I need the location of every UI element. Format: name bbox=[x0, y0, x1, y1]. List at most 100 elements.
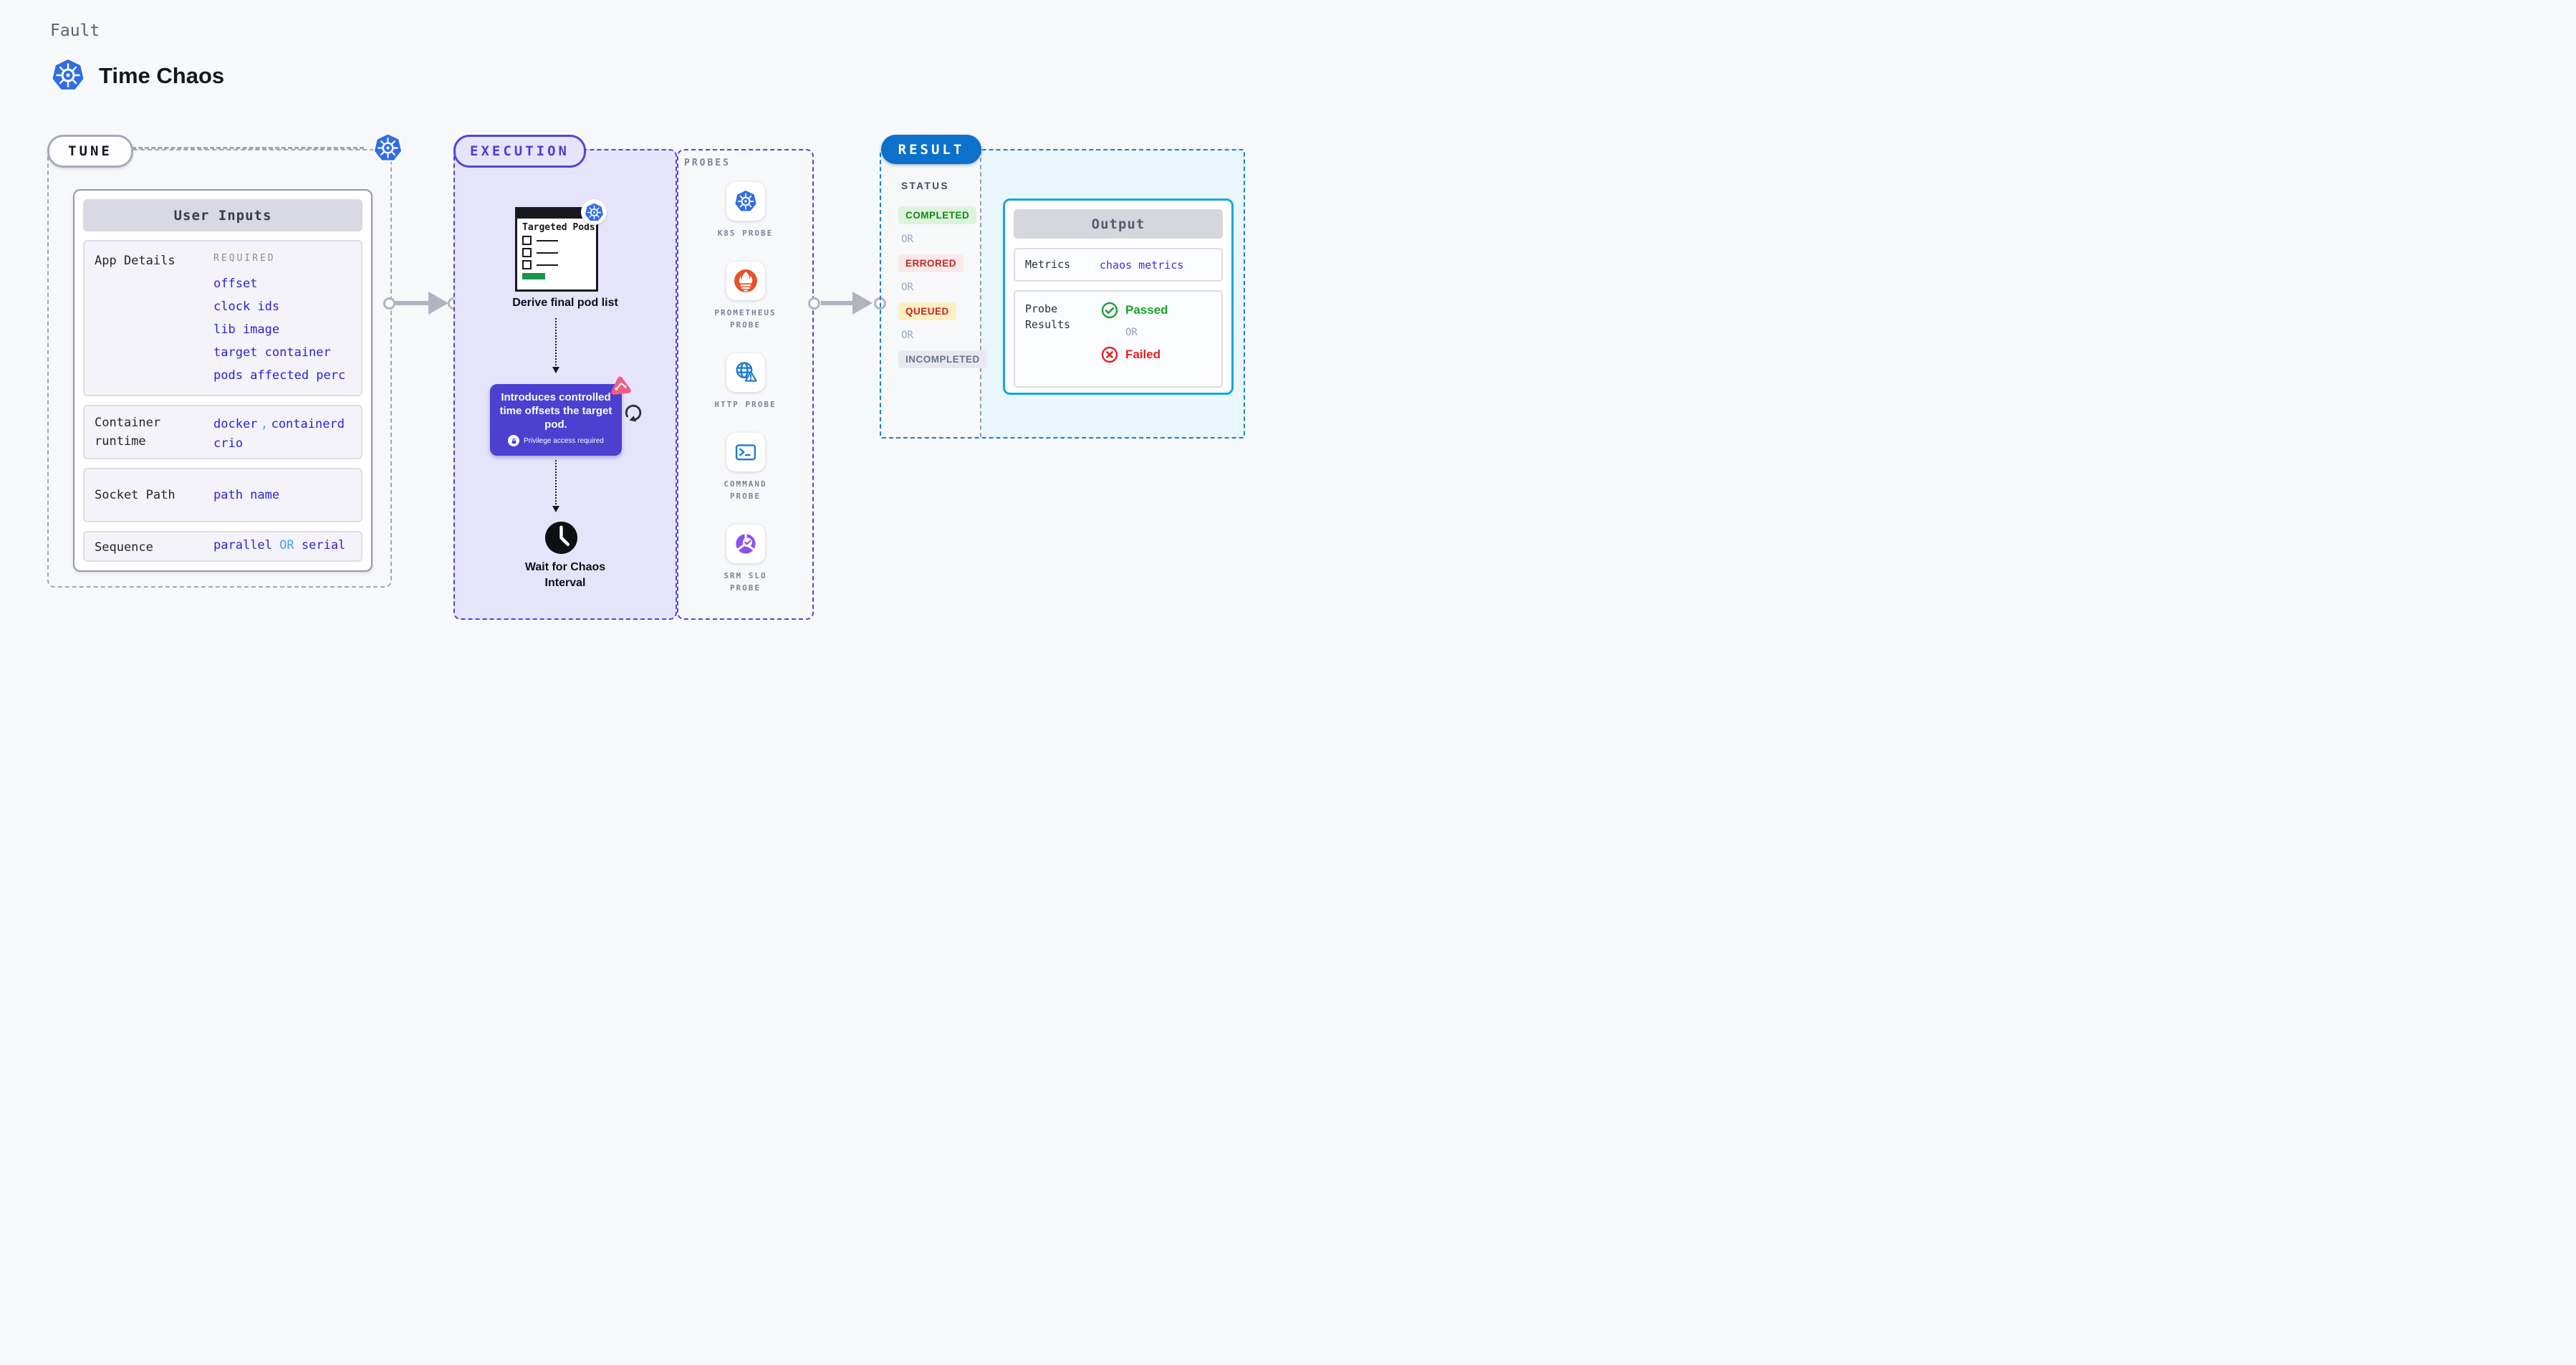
green-action-bar bbox=[522, 273, 545, 280]
status-badge-errored: ERRORED bbox=[898, 254, 964, 272]
runtime-value: containerd bbox=[271, 417, 345, 431]
derive-pod-list-label: Derive final pod list bbox=[512, 297, 618, 309]
pod-checklist-row bbox=[522, 260, 596, 270]
probe-label: HTTP PROBE bbox=[714, 400, 777, 410]
status-label: STATUS bbox=[901, 181, 949, 191]
failed-label: Failed bbox=[1125, 348, 1161, 361]
runtime-value: docker bbox=[213, 417, 258, 431]
chaos-action-tooltip: Introduces controlled time offsets the t… bbox=[490, 384, 622, 456]
probe-card bbox=[726, 182, 765, 221]
wait-interval-label: Wait for Chaos Interval bbox=[524, 561, 606, 589]
arrowhead bbox=[428, 292, 448, 315]
arrow-tune-to-execution bbox=[395, 301, 430, 305]
kubernetes-icon bbox=[583, 201, 605, 222]
prometheus-icon bbox=[734, 269, 757, 293]
globe-warning-icon bbox=[736, 362, 757, 382]
arrow-execution-to-result bbox=[821, 301, 854, 305]
kubernetes-icon bbox=[733, 189, 758, 213]
output-card: Output Metrics chaos metrics Probe Resul… bbox=[1003, 198, 1234, 395]
execution-pill: EXECUTION bbox=[453, 135, 586, 168]
list-line bbox=[537, 264, 558, 266]
arrowhead bbox=[852, 292, 873, 315]
clock-icon bbox=[544, 521, 578, 555]
x-circle-icon bbox=[1101, 346, 1118, 363]
kubernetes-badge bbox=[581, 199, 607, 225]
time-chaos-diagram: Fault Time Chaos TUNE User Inputs App De… bbox=[0, 0, 1288, 683]
metrics-label: Metrics bbox=[1025, 257, 1071, 271]
container-runtime-label: Container runtime bbox=[95, 416, 161, 449]
app-detail-value: pods affected perc bbox=[213, 368, 346, 383]
status-badge-completed: COMPLETED bbox=[898, 206, 977, 224]
probe-results-label: Probe Results bbox=[1025, 302, 1071, 331]
runtime-value: crio bbox=[213, 436, 243, 451]
checkbox-icon bbox=[522, 236, 532, 246]
connector-node bbox=[383, 297, 395, 310]
probe-item-prometheus: PROMETHEUS PROBE bbox=[706, 262, 786, 331]
or-separator: OR bbox=[901, 234, 913, 245]
output-title: Output bbox=[1014, 209, 1223, 239]
user-inputs-title: User Inputs bbox=[83, 199, 362, 231]
slo-donut-icon bbox=[735, 534, 756, 554]
flow-dotted-line bbox=[555, 318, 557, 365]
probe-item-k8s: K8S PROBE bbox=[706, 182, 786, 239]
flow-arrowhead bbox=[552, 506, 559, 512]
probe-card bbox=[726, 525, 765, 564]
or-separator: OR bbox=[1125, 327, 1138, 338]
probe-item-command: COMMAND PROBE bbox=[706, 433, 786, 502]
sequence-label: Sequence bbox=[95, 540, 153, 555]
or-separator: OR bbox=[901, 330, 913, 341]
probes-section-box bbox=[677, 149, 814, 620]
status-badge-queued: QUEUED bbox=[898, 302, 956, 320]
status-list: COMPLETED OR ERRORED OR QUEUED OR INCOMP… bbox=[898, 206, 987, 368]
sequence-value: parallel bbox=[213, 538, 272, 552]
chaos-pink-icon bbox=[611, 376, 631, 395]
app-detail-value: target container bbox=[213, 345, 331, 360]
probe-label: SRM SLO PROBE bbox=[724, 571, 767, 593]
runtime-separator: , bbox=[260, 417, 269, 431]
probe-card bbox=[726, 353, 765, 393]
container-runtime-section: Container runtime docker , containerd cr… bbox=[83, 405, 362, 459]
status-badge-incompleted: INCOMPLETED bbox=[898, 350, 987, 368]
targeted-pods-card: Targeted Pods bbox=[515, 199, 607, 292]
list-line bbox=[537, 252, 558, 254]
required-tag: REQUIRED bbox=[213, 253, 276, 264]
sequence-section: Sequence parallel OR serial bbox=[83, 531, 362, 562]
probe-label: PROMETHEUS PROBE bbox=[714, 308, 777, 330]
sequence-value: serial bbox=[301, 538, 346, 552]
pod-checklist-row bbox=[522, 236, 596, 246]
lock-icon bbox=[508, 435, 520, 447]
app-detail-value: clock ids bbox=[213, 300, 280, 314]
probe-label: COMMAND PROBE bbox=[724, 479, 767, 502]
sequence-or: OR bbox=[279, 538, 294, 552]
socket-path-section: Socket Path path name bbox=[83, 468, 362, 522]
tooltip-text: Introduces controlled time offsets the t… bbox=[499, 391, 612, 431]
or-separator: OR bbox=[901, 282, 913, 293]
connector-node bbox=[808, 297, 820, 310]
result-pill: RESULT bbox=[881, 135, 981, 164]
app-detail-value: lib image bbox=[213, 322, 280, 337]
probe-item-http: HTTP PROBE bbox=[706, 353, 786, 411]
tune-pill: TUNE bbox=[47, 135, 133, 168]
probes-list: K8S PROBE PROMETHEUS PROBE bbox=[677, 182, 814, 616]
passed-label: Passed bbox=[1125, 303, 1168, 317]
page-title: Time Chaos bbox=[99, 63, 225, 88]
app-details-label: App Details bbox=[95, 254, 176, 268]
terminal-icon bbox=[735, 444, 756, 461]
metrics-row: Metrics chaos metrics bbox=[1014, 248, 1223, 282]
app-details-section: App Details REQUIRED offset clock ids li… bbox=[83, 240, 362, 396]
check-circle-icon bbox=[1101, 302, 1118, 319]
checkbox-icon bbox=[522, 260, 532, 270]
probes-title: PROBES bbox=[684, 158, 731, 168]
flow-arrowhead bbox=[552, 367, 559, 373]
probe-card bbox=[726, 433, 765, 472]
tune-connector-line bbox=[132, 147, 364, 149]
list-line bbox=[537, 239, 558, 241]
metrics-value: chaos metrics bbox=[1100, 258, 1184, 272]
privilege-note: Privilege access required bbox=[524, 436, 604, 445]
probe-card bbox=[726, 262, 765, 301]
socket-path-label: Socket Path bbox=[95, 487, 176, 502]
user-inputs-card: User Inputs App Details REQUIRED offset … bbox=[73, 189, 373, 572]
app-detail-value: offset bbox=[213, 277, 258, 291]
probe-results-row: Probe Results Passed OR Failed bbox=[1014, 290, 1223, 388]
kubernetes-logo-icon bbox=[50, 57, 86, 92]
